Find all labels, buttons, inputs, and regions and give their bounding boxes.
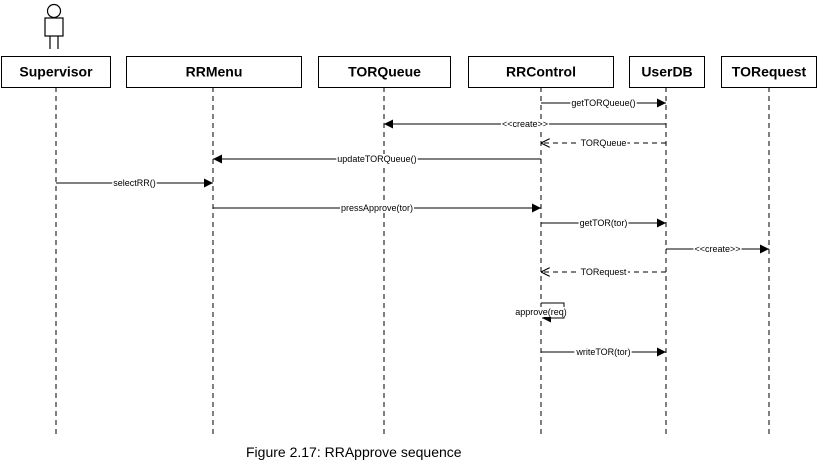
participant-rrmenu: RRMenu <box>126 56 302 438</box>
message-selectrr: selectRR() <box>56 178 213 188</box>
message-label: writeTOR(tor) <box>575 347 630 357</box>
message-label: updateTORQueue() <box>337 154 416 164</box>
message-label-bg <box>112 178 157 188</box>
participant-supervisor: Supervisor <box>1 56 111 438</box>
message-label: selectRR() <box>113 178 156 188</box>
message-pressapprove-tor: pressApprove(tor) <box>213 203 541 213</box>
message-label: getTOR(tor) <box>580 218 628 228</box>
figure-caption: Figure 2.17: RRApprove sequence <box>246 444 462 460</box>
participant-torequest: TORequest <box>721 56 817 438</box>
message-label-bg <box>339 203 415 213</box>
message-label-bg <box>514 307 568 317</box>
message-label-bg <box>500 119 550 129</box>
participant-box <box>126 56 302 88</box>
message-label-bg <box>336 154 418 164</box>
participant-label: Supervisor <box>19 64 93 80</box>
message-label: approve(req) <box>515 307 567 317</box>
message-gettor-tor: getTOR(tor) <box>541 218 666 228</box>
message-label-bg <box>570 98 637 108</box>
participant-label: TORequest <box>732 64 807 80</box>
participant-rrcontrol: RRControl <box>468 56 614 438</box>
participant-torqueue: TORQueue <box>318 56 451 438</box>
message-label: <<create>> <box>694 244 740 254</box>
participant-userdb: UserDB <box>629 56 705 438</box>
message-create: <<create>> <box>666 244 769 254</box>
message-label: TORQueue <box>581 138 627 148</box>
message-label-bg <box>578 218 629 228</box>
message-label-bg <box>574 347 632 357</box>
participant-label: RRMenu <box>186 64 243 80</box>
message-label: <<create>> <box>502 119 548 129</box>
message-label-bg <box>693 244 742 254</box>
message-label: getTORQueue() <box>571 98 635 108</box>
participant-box <box>468 56 614 88</box>
message-label: TORequest <box>581 267 627 277</box>
participant-label: UserDB <box>641 64 692 80</box>
participant-label: RRControl <box>506 64 576 80</box>
message-torqueue: TORQueue <box>541 138 666 148</box>
message-label: pressApprove(tor) <box>341 203 413 213</box>
message-label-bg <box>579 267 628 277</box>
message-approve-req: approve(req) <box>514 302 568 323</box>
participant-box <box>721 56 817 88</box>
message-create: <<create>> <box>384 119 666 129</box>
actor-icon <box>44 3 64 49</box>
message-updatetorqueue: updateTORQueue() <box>213 154 541 164</box>
participant-box <box>318 56 451 88</box>
message-writetor-tor: writeTOR(tor) <box>541 347 666 357</box>
participant-box <box>629 56 705 88</box>
participant-label: TORQueue <box>348 64 421 80</box>
message-label-bg <box>579 138 628 148</box>
participant-box <box>1 56 111 88</box>
message-gettorqueue: getTORQueue() <box>541 98 666 108</box>
message-torequest: TORequest <box>541 267 666 277</box>
